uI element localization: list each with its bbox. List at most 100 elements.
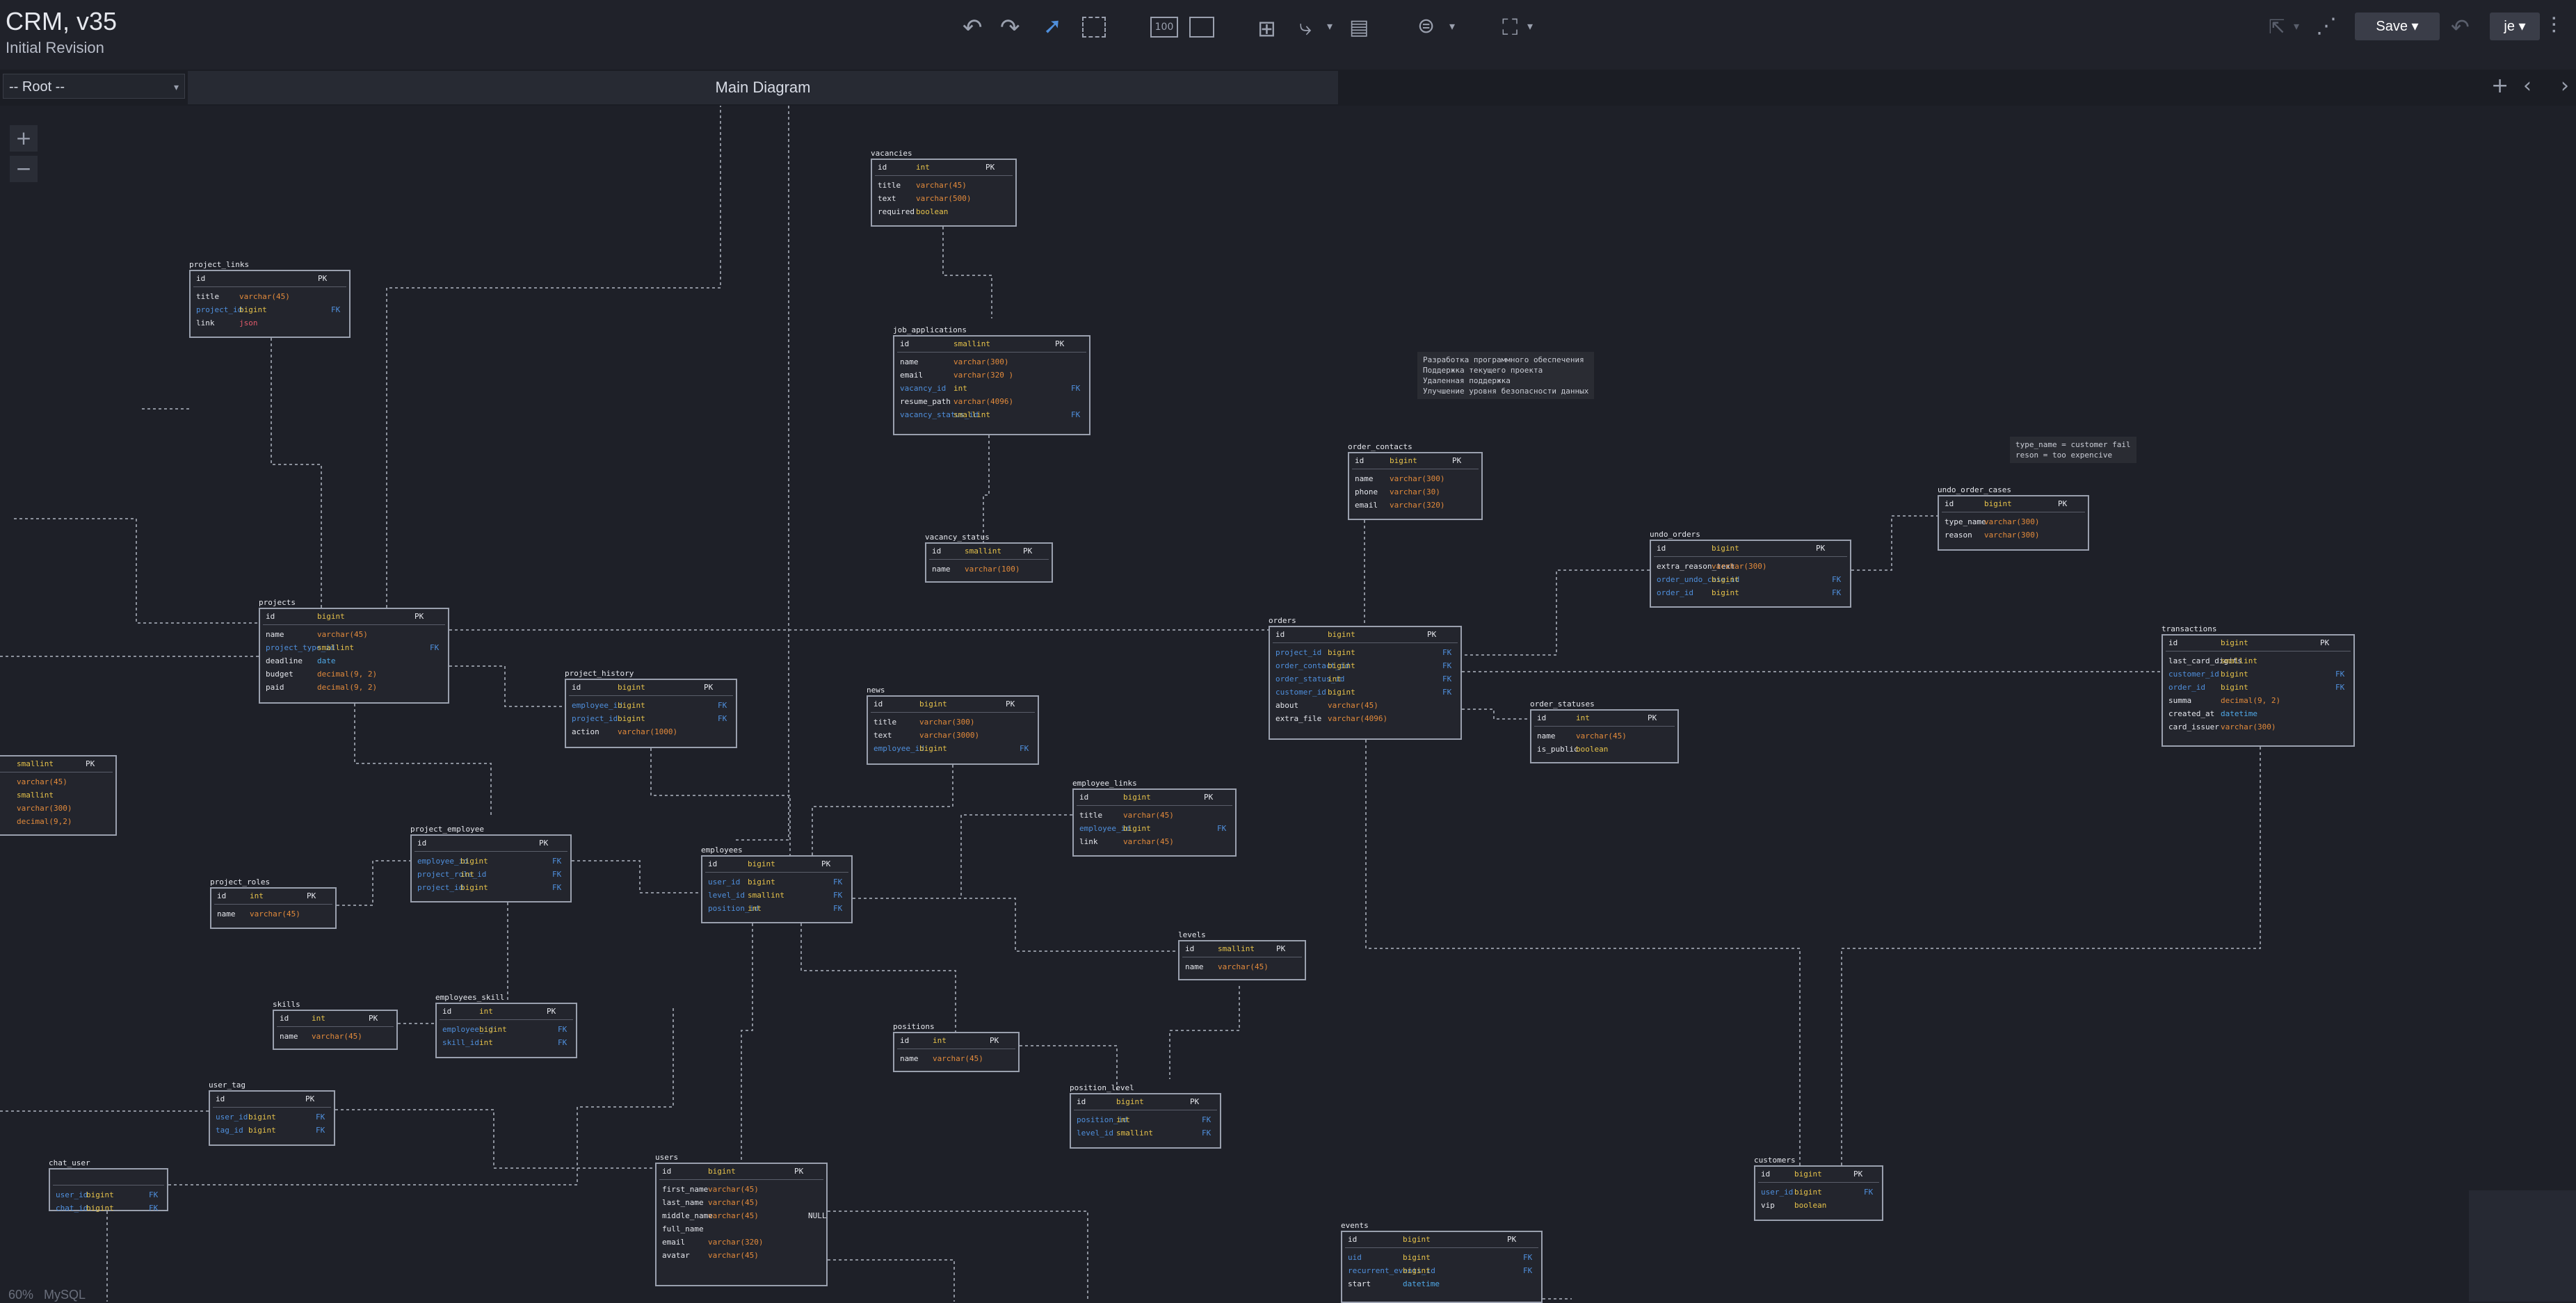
chevron-down-icon[interactable]: ▾ [1449, 19, 1456, 33]
column-name: required [878, 207, 915, 216]
pointer-icon[interactable]: ➚ [1043, 13, 1062, 39]
column-name: last_name [662, 1198, 704, 1207]
schema-select[interactable]: -- Root --▾ [3, 74, 185, 99]
zoom-out-button[interactable]: − [10, 156, 38, 182]
note-undo-case[interactable]: type_name = customer fail reson = too ex… [2010, 437, 2136, 463]
minimap[interactable] [2469, 1190, 2576, 1302]
relationship-line [741, 923, 753, 1163]
column-type: varchar(45) [239, 292, 290, 301]
column-type: varchar(4096) [953, 397, 1014, 406]
column-name: is_public [1537, 745, 1579, 754]
column-name: created_at [2168, 709, 2215, 718]
column-name: phone [1355, 487, 1378, 496]
column-name: card_issuer [2168, 722, 2219, 731]
table-name-undo-order-cases: undo_order_cases [1938, 485, 2011, 494]
tab-main-diagram[interactable]: Main Diagram [188, 71, 1338, 104]
pk-column-name: id [216, 1094, 225, 1103]
column-type: int [748, 904, 762, 913]
column-type: datetime [2221, 709, 2257, 718]
relation-icon[interactable]: ⤷ [1299, 14, 1312, 40]
column-type: varchar(4096) [1328, 714, 1388, 723]
export-icon[interactable]: ⇱ [2269, 15, 2285, 38]
key-separator [193, 286, 346, 287]
column-type: bigint [618, 714, 645, 723]
column-flag: FK [1523, 1266, 1533, 1275]
share-icon[interactable]: ⋰ [2316, 14, 2337, 38]
prev-tab-icon[interactable]: ‹ [2523, 74, 2531, 98]
column-name: employee_id [417, 857, 468, 866]
next-tab-icon[interactable]: › [2561, 74, 2569, 98]
pk-column-type: smallint [17, 759, 54, 768]
zoom-in-button[interactable]: + [10, 125, 38, 152]
user-menu-button[interactable]: je ▾ [2490, 13, 2540, 40]
undo-history-icon[interactable]: ↶ [2451, 14, 2470, 40]
column-type: varchar(45) [708, 1198, 759, 1207]
chevron-down-icon[interactable]: ▾ [1327, 19, 1333, 33]
save-label: Save [2376, 19, 2408, 34]
column-flag: FK [1864, 1188, 1874, 1197]
column-type: varchar(320 ) [953, 371, 1014, 380]
settings-sliders-icon[interactable]: ⫶ [2551, 13, 2557, 39]
redo-icon[interactable]: ↷ [1000, 14, 1020, 42]
save-button[interactable]: Save ▾ [2355, 13, 2440, 40]
column-type: date [317, 656, 336, 665]
layout-icon[interactable]: ⛶ [1502, 14, 1518, 40]
column-type: json [239, 318, 258, 327]
column-name: project_type_id [266, 643, 335, 652]
chevron-down-icon[interactable]: ▾ [2294, 19, 2300, 33]
column-name: avatar [662, 1251, 690, 1260]
column-flag: FK [833, 891, 843, 900]
relationship-line [572, 860, 701, 893]
undo-icon[interactable]: ↶ [963, 14, 983, 42]
column-flag: FK [833, 904, 843, 913]
pk-column-type: bigint [1403, 1235, 1431, 1244]
table-name-user-tag: user_tag [209, 1081, 245, 1090]
table-icon[interactable]: ⊞ [1257, 15, 1276, 42]
zoom-100-button[interactable]: 100 [1150, 17, 1178, 38]
column-name: order_id [2168, 683, 2205, 692]
column-name: project_id [1275, 648, 1322, 657]
key-separator [213, 1107, 331, 1108]
relationship-line [1169, 986, 1240, 1079]
chevron-down-icon[interactable]: ▾ [1527, 19, 1533, 33]
note-services[interactable]: Разработка программного обеспечения Подд… [1417, 352, 1595, 399]
select-area-icon[interactable] [1082, 17, 1106, 38]
column-type: varchar(45) [708, 1211, 759, 1220]
note-icon[interactable]: ▤ [1349, 15, 1369, 40]
visibility-icon[interactable]: ⊜ [1417, 14, 1435, 38]
column-name: vacancy_id [900, 384, 947, 393]
table-partial[interactable]: smallintPKvarchar(45)smallintypevarchar(… [0, 755, 117, 836]
pk-badge: PK [1023, 547, 1033, 556]
fit-icon[interactable] [1189, 17, 1214, 38]
add-diagram-icon[interactable]: + [2491, 74, 2509, 98]
column-flag: FK [1071, 384, 1081, 393]
